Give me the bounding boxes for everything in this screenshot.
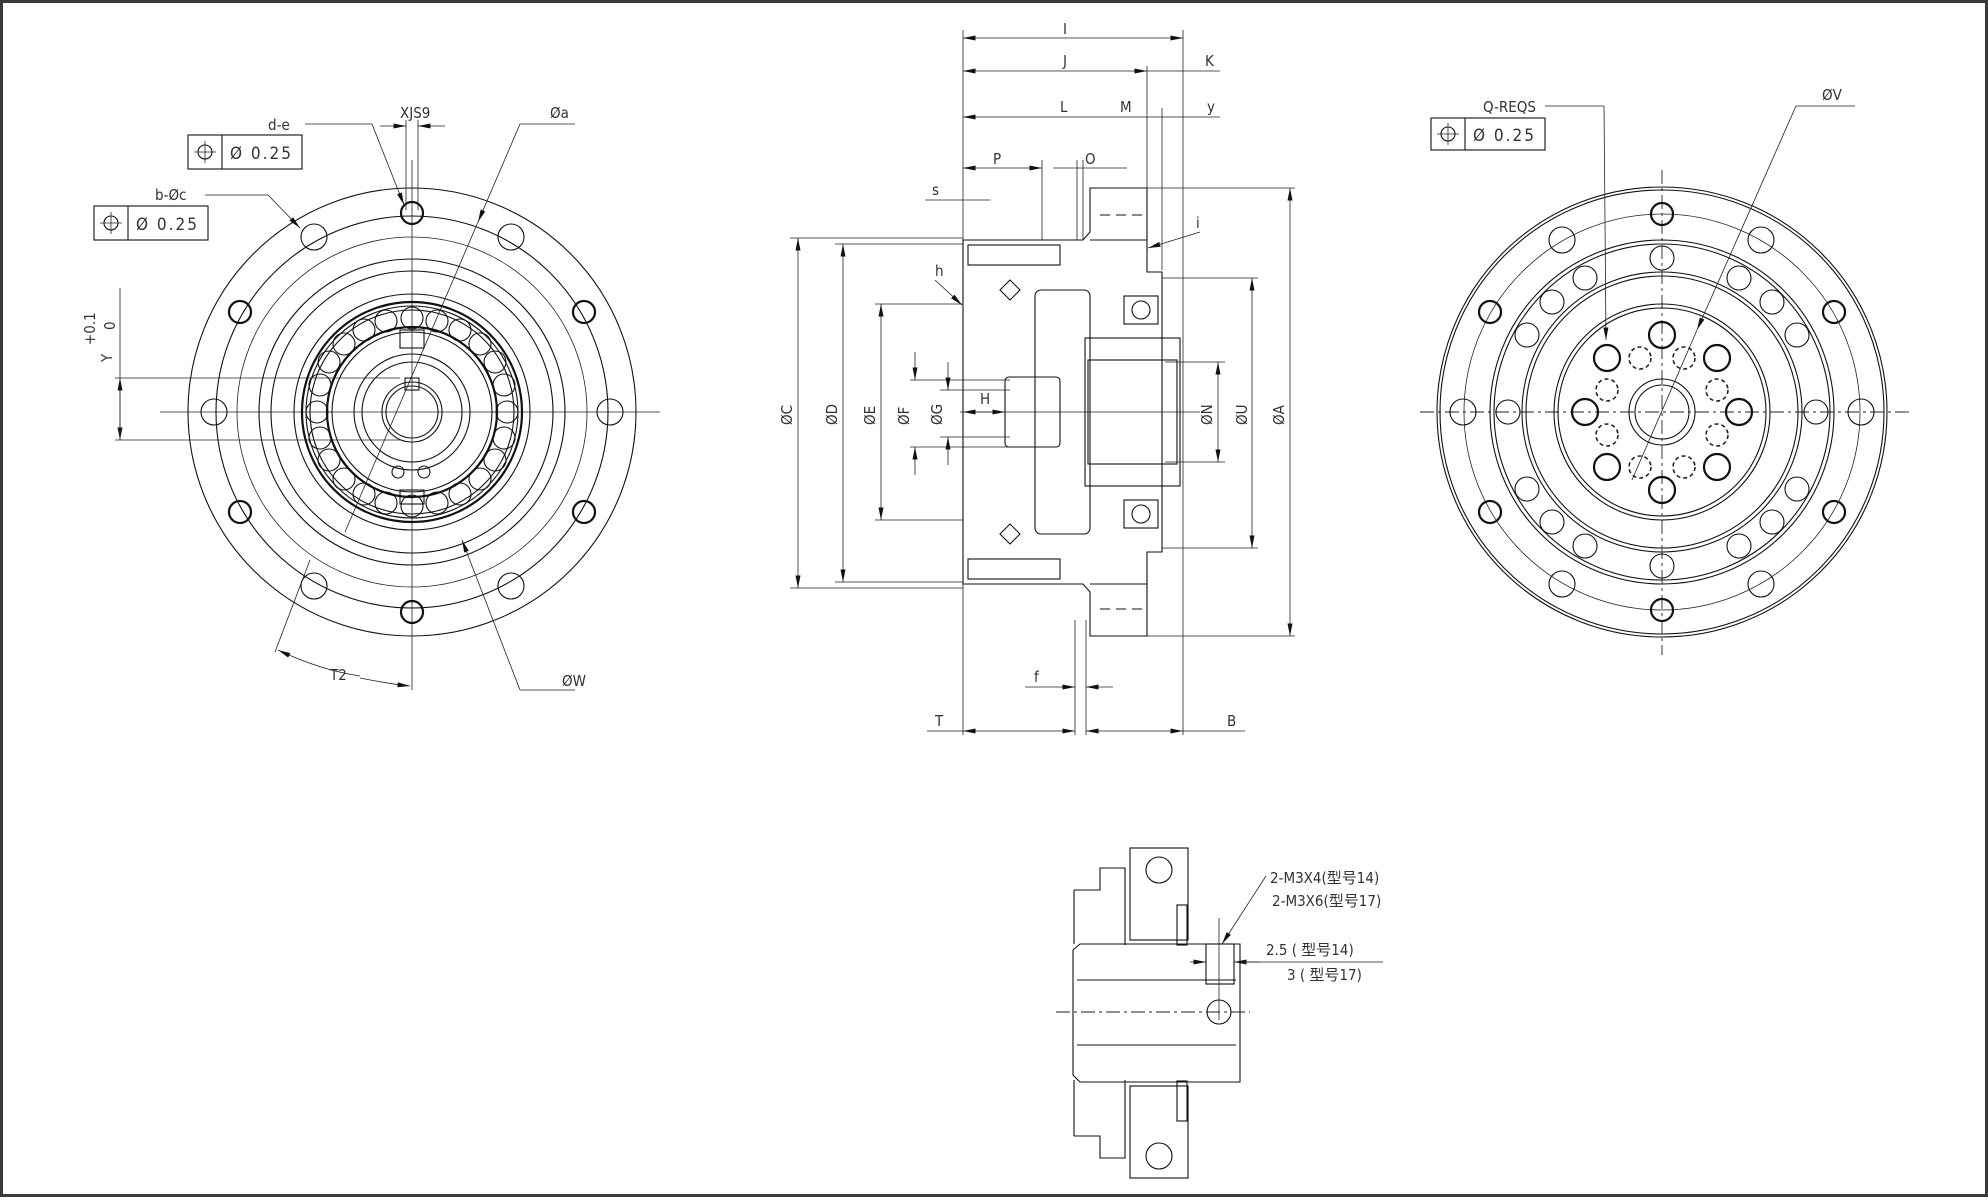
dim-G: ØG bbox=[928, 404, 946, 425]
dim-B: B bbox=[1227, 712, 1236, 730]
dim-C: ØC bbox=[778, 405, 796, 425]
inner-screws bbox=[1570, 320, 1754, 505]
outer-holes bbox=[1449, 201, 1875, 623]
front-view-left bbox=[93, 120, 660, 691]
label-q-reqs: Q-REQS bbox=[1483, 98, 1536, 116]
label-phi-a: Øa bbox=[550, 104, 569, 122]
detail-view bbox=[1056, 847, 1383, 1179]
dim-note-2: 3 ( 型号17) bbox=[1287, 966, 1362, 984]
label-t2: T2 bbox=[329, 666, 347, 684]
fcf-lower bbox=[93, 205, 209, 241]
fcf-right-value: Ø 0.25 bbox=[1473, 126, 1536, 146]
threaded-holes bbox=[227, 200, 597, 625]
label-phi-w: ØW bbox=[562, 672, 586, 690]
label-y: Y bbox=[98, 353, 116, 363]
dim-I: I bbox=[1063, 20, 1067, 38]
dim-F: ØF bbox=[895, 407, 913, 425]
dim-N: ØN bbox=[1198, 404, 1216, 425]
fcf-lower-value: Ø 0.25 bbox=[136, 215, 199, 235]
dim-H: H bbox=[980, 390, 990, 408]
dim-P: P bbox=[993, 150, 1001, 168]
bolt-holes-outer bbox=[200, 223, 624, 600]
label-phi-v: ØV bbox=[1822, 86, 1843, 104]
dim-E: ØE bbox=[861, 406, 879, 425]
dim-O: O bbox=[1085, 150, 1096, 168]
dim-L: L bbox=[1060, 98, 1068, 116]
dim-K: K bbox=[1205, 52, 1215, 70]
screw-note-1: 2-M3X4(型号14) bbox=[1270, 869, 1379, 887]
front-view-right bbox=[1420, 105, 1910, 655]
dim-i: i bbox=[1196, 214, 1200, 232]
fcf-right bbox=[1430, 117, 1546, 151]
dim-M: M bbox=[1120, 98, 1132, 116]
roller-ring bbox=[305, 306, 519, 518]
dim-note-1: 2.5 ( 型号14) bbox=[1266, 941, 1354, 959]
dim-A: ØA bbox=[1270, 404, 1288, 425]
dim-J: J bbox=[1062, 52, 1067, 70]
label-tolerance-y: +0.1 bbox=[81, 312, 99, 345]
label-tolerance-y-low: 0 bbox=[101, 321, 119, 330]
fcf-upper bbox=[187, 134, 303, 170]
section-view bbox=[790, 30, 1295, 735]
dim-y: y bbox=[1207, 98, 1215, 116]
dim-U: ØU bbox=[1233, 404, 1251, 425]
dim-s: s bbox=[932, 181, 939, 199]
label-b-phi-c: b-Øc bbox=[155, 186, 186, 204]
dim-f: f bbox=[1034, 668, 1040, 686]
label-key-width: XJS9 bbox=[400, 104, 430, 122]
screw-note-2: 2-M3X6(型号17) bbox=[1272, 892, 1381, 910]
hex-bolt-ring bbox=[1495, 245, 1829, 579]
fcf-upper-value: Ø 0.25 bbox=[230, 144, 293, 164]
dim-h: h bbox=[935, 262, 944, 280]
dim-D: ØD bbox=[823, 404, 841, 425]
label-d-e: d-e bbox=[268, 116, 290, 134]
dim-T: T bbox=[934, 712, 944, 730]
